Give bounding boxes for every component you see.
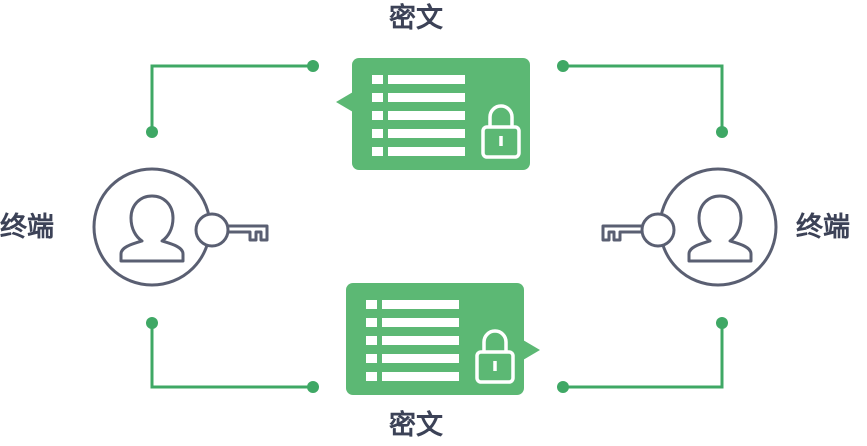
connector-top-left <box>150 64 313 132</box>
terminal-right <box>601 167 778 287</box>
connector-bottom-right <box>563 323 724 389</box>
lock-icon <box>481 104 521 159</box>
terminal-label-right: 终端 <box>796 212 850 243</box>
user-icon <box>119 194 185 263</box>
connector-dot <box>716 317 728 329</box>
user-circle <box>658 167 778 287</box>
lock-icon <box>475 329 515 384</box>
terminal-left <box>92 167 269 287</box>
connector-bottom-left <box>150 323 313 389</box>
terminal-label-left: 终端 <box>0 212 54 243</box>
connector-dot <box>307 381 319 393</box>
ciphertext-label-bottom: 密文 <box>389 410 443 441</box>
ciphertext-label-top: 密文 <box>389 3 443 34</box>
user-circle <box>92 167 212 287</box>
connector-dot <box>146 126 158 138</box>
connector-dot <box>716 126 728 138</box>
encrypted-message-icon-bottom <box>346 283 540 395</box>
key-icon <box>194 212 269 248</box>
connector-dot <box>557 381 569 393</box>
connector-dot <box>146 317 158 329</box>
key-icon <box>601 212 676 248</box>
user-icon <box>687 194 753 263</box>
connector-dot <box>557 60 569 72</box>
connector-dot <box>307 60 319 72</box>
encrypted-message-icon-top <box>336 58 530 170</box>
connector-top-right <box>563 64 724 132</box>
